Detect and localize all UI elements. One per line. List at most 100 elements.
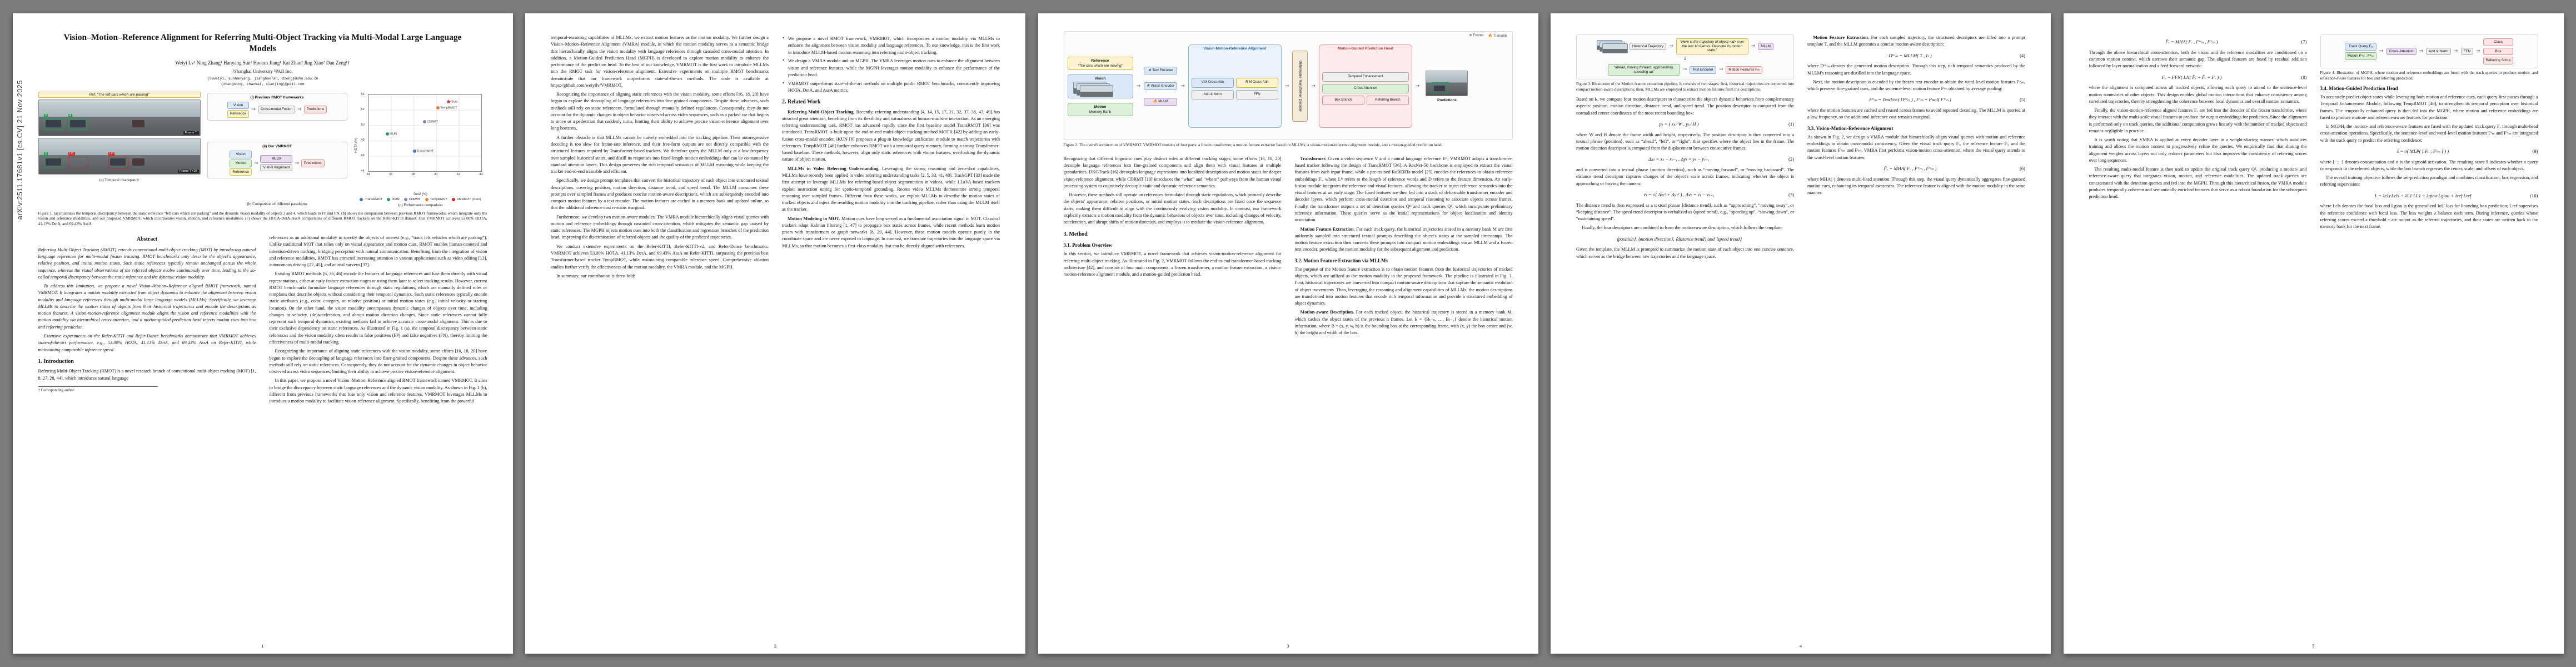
output-bbox <box>1432 82 1449 93</box>
trainable-legend: 🔥 Trainable <box>1488 34 1508 38</box>
block-title: Motion <box>1094 104 1107 109</box>
column-left: temporal-reasoning capabilities of MLLMs… <box>551 34 769 639</box>
memory-bank-label: Memory Bank <box>1089 109 1112 114</box>
section-heading: 1. Introduction <box>38 358 74 365</box>
equation: F̂ᵣ = MHA( Fᵣ , Fʷₘ , Fʷₘ )(7) <box>2089 38 2306 46</box>
legend-item: VMRMOT (Ours) <box>451 197 481 201</box>
paragraph: Motion Feature Extraction. For each samp… <box>1807 35 2025 47</box>
subsection-heading: 3.4. Motion-Guided Prediction Head <box>2320 85 2398 91</box>
section-heading: 3. Method <box>1063 231 1088 237</box>
mllm-block: 🔥MLLM <box>1144 97 1178 106</box>
section-heading: 2. Related Work <box>782 99 821 106</box>
affiliations-line: ¹Shanghai University ²PAII Inc. <box>232 68 293 74</box>
alignment-block: V-M-R Alignment <box>260 163 293 172</box>
equation-number: (9) <box>2532 148 2538 154</box>
equation-formula: Fʷₘ = TextEnc( Dᵗˣᵗₘ ) , Fˢₘ = Pool( Fʷₘ… <box>1869 97 1951 103</box>
arrow-icon: → <box>1669 43 1673 49</box>
paragraph-lead: MLLMs in Video Referring Understanding. <box>788 166 883 171</box>
fusion-block: Cross-modal Fusion <box>257 106 296 114</box>
page-number: 2 <box>774 643 777 649</box>
block-label: Vision Encoder <box>1150 84 1175 88</box>
axis-tick: 40 <box>434 172 438 176</box>
car <box>45 158 61 166</box>
column-right: Motion Feature Extraction. For each samp… <box>1807 34 2025 639</box>
arxiv-stamp: arXiv:2511.17681v1 [cs.CV] 21 Nov 2025 <box>16 80 24 220</box>
figure-3-pipeline: Historical Trajectory → “Here is the tra… <box>1576 34 1794 80</box>
equation-formula: Fₒ = FFN( LN( F̂ᵥ + F̂ᵣ + Fᵥ ) ) <box>2161 74 2222 80</box>
paragraph: temporal-reasoning capabilities of MLLMs… <box>551 35 769 88</box>
paragraph: where the motion features are cached and… <box>1807 108 2025 120</box>
object-id-tag: 3 <box>43 113 48 117</box>
paragraph: where W and H denote the frame width and… <box>1576 132 1794 151</box>
fp-bbox: FP <box>108 152 128 168</box>
figure-legend: ❄ Frozen 🔥 Trainable <box>1469 33 1507 38</box>
data-point-label: TempRMOT <box>440 106 457 110</box>
equation-number: (5) <box>2019 97 2025 103</box>
data-point-label: Ours <box>451 100 458 104</box>
page-4: Historical Trajectory → “Here is the tra… <box>1551 13 2051 654</box>
fn-bbox: FN <box>68 152 88 168</box>
figure-4-mgph: Track Query Fₒ Motion Fˢₘ , Fʷₘ → Cross-… <box>2320 34 2538 69</box>
paragraph: Motion Modeling in MOT. Motion cues have… <box>782 216 1000 248</box>
equation-number: (1) <box>1788 121 1794 127</box>
equation-formula: Dᵗˣᵗₘ = MLLM( T , Iₜ ) <box>1889 52 1932 58</box>
data-point: ★ <box>446 98 452 106</box>
column-right: references as an additional modality to … <box>270 235 487 639</box>
ffn-block: FFN <box>1235 89 1278 99</box>
equation-formula: L = λcls·Lcls + λL1·LL1 + λgiou·Lgiou + … <box>2374 192 2472 198</box>
paragraph: Existing RMOT methods [6, 36, 46] encode… <box>269 271 487 345</box>
column-left: Recognizing that different linguistic cu… <box>1064 156 1282 639</box>
paragraph: Referring Multi-Object Tracking (RMOT) i… <box>38 369 256 381</box>
class-head-block: Class <box>2483 38 2514 46</box>
paragraph: Recognizing that different linguistic cu… <box>1063 156 1282 188</box>
emails-line-1: {lvweiyi, sunhanyang, jianghaoran, dzeng… <box>207 76 318 81</box>
axis-tick: 38 <box>411 172 415 176</box>
axis-tick: 52 <box>361 108 365 112</box>
data-point-label: iKUN <box>390 132 397 136</box>
predictions-label: Predictions <box>1437 98 1457 102</box>
data-point <box>386 132 389 136</box>
paragraph: references as an additional modality to … <box>269 235 487 268</box>
equation-number: (2) <box>1788 156 1794 162</box>
equation-number: (6) <box>2019 165 2025 171</box>
mgph-module: Motion-Guided Prediction Head Temporal E… <box>1318 44 1412 128</box>
paragraph: and is converted into a textual phrase ⟨… <box>1576 167 1794 186</box>
paragraph: Extensive experiments on the Refer-KITTI… <box>38 334 256 352</box>
figure-1a-panel: Ref: “The left cars which are parking” 3… <box>38 91 201 207</box>
diagram-title: (ii) Our VMRMOT <box>262 145 292 149</box>
legend-item: TempRMOT <box>425 197 447 201</box>
equation: L = λcls·Lcls + λL1·LL1 + λgiou·Lgiou + … <box>2320 192 2538 200</box>
axis-tick: 42 <box>456 172 461 176</box>
vision-block: Vision <box>230 151 252 158</box>
page-number: 3 <box>1287 643 1289 649</box>
data-point <box>412 149 416 153</box>
page-number: 5 <box>2312 643 2315 649</box>
data-point <box>436 106 440 110</box>
paragraph: In this section, we introduce VMRMOT, a … <box>1063 251 1282 277</box>
fire-icon: 🔥 <box>1153 99 1158 103</box>
page-2: temporal-reasoning capabilities of MLLMs… <box>525 13 1025 654</box>
predictions-block: Predictions <box>303 106 327 114</box>
arrow-icon: → <box>1284 83 1289 89</box>
emails-line-2: {zhangning, zhaokai, xiaojing}@paii.com <box>221 81 305 86</box>
video-frame-1: 3 4 Frame T <box>38 99 201 136</box>
deformable-decoder-block: Deformable Transformer Decoder <box>1292 51 1308 122</box>
vmrmot-diagram: (ii) Our VMRMOT Vision Motion Reference … <box>207 142 347 179</box>
paragraph: We conduct extensive experiments on the … <box>551 243 769 270</box>
module-title: Vision-Motion-Reference Alignment <box>1203 47 1267 51</box>
x-axis-label: DetA (%) <box>413 192 427 196</box>
block-label: Text Encoder <box>1152 68 1173 73</box>
object-id-tag: 3 <box>43 152 48 156</box>
equation: Δxₜ = xₜ − xₜ₋₁ , Δyₜ = yₜ − yₜ₋₁(2) <box>1576 156 1794 163</box>
equation: vₜ = √( Δxₜ² + Δyₜ² ) , Δvₜ = vₜ − vₜ₋₁(… <box>1576 191 1794 198</box>
fn-tag: FN <box>68 152 75 156</box>
paragraph: Finally, the four descriptors are combin… <box>1582 225 1783 231</box>
arrow-icon: → <box>1136 83 1141 89</box>
column-right: Track Query Fₒ Motion Fˢₘ , Fʷₘ → Cross-… <box>2320 34 2538 639</box>
paragraph: Transformer. Given a video sequence V an… <box>1294 156 1513 223</box>
subcaption-c: (c) Performance comparison <box>398 202 443 207</box>
diagram-title: (i) Previous RMOT frameworks <box>250 95 304 99</box>
arrow-icon: → <box>251 107 256 113</box>
